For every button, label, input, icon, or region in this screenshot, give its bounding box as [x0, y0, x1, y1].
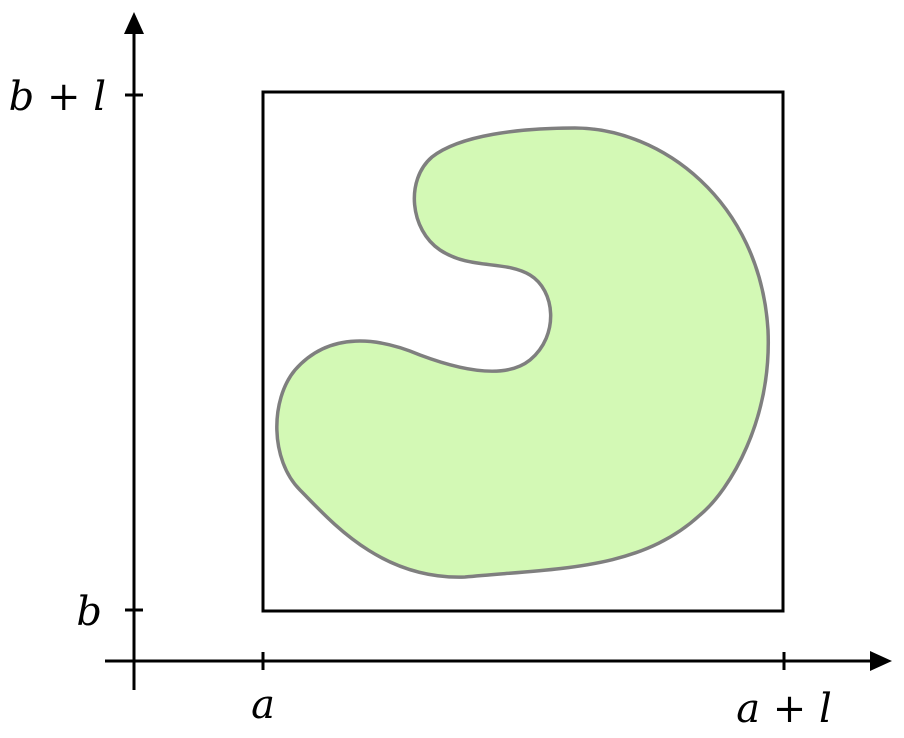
y-axis-arrowhead: [124, 12, 144, 34]
region-shape: [275, 126, 770, 579]
y-tick-label-b: b: [76, 589, 102, 635]
bounding-square: [261, 90, 785, 613]
x-axis-arrowhead: [870, 651, 892, 671]
x-tick-label-a: a: [251, 682, 275, 728]
y-tick-label-b-plus-l: b + l: [9, 74, 106, 120]
x-tick-label-a-plus-l: a + l: [736, 686, 832, 732]
